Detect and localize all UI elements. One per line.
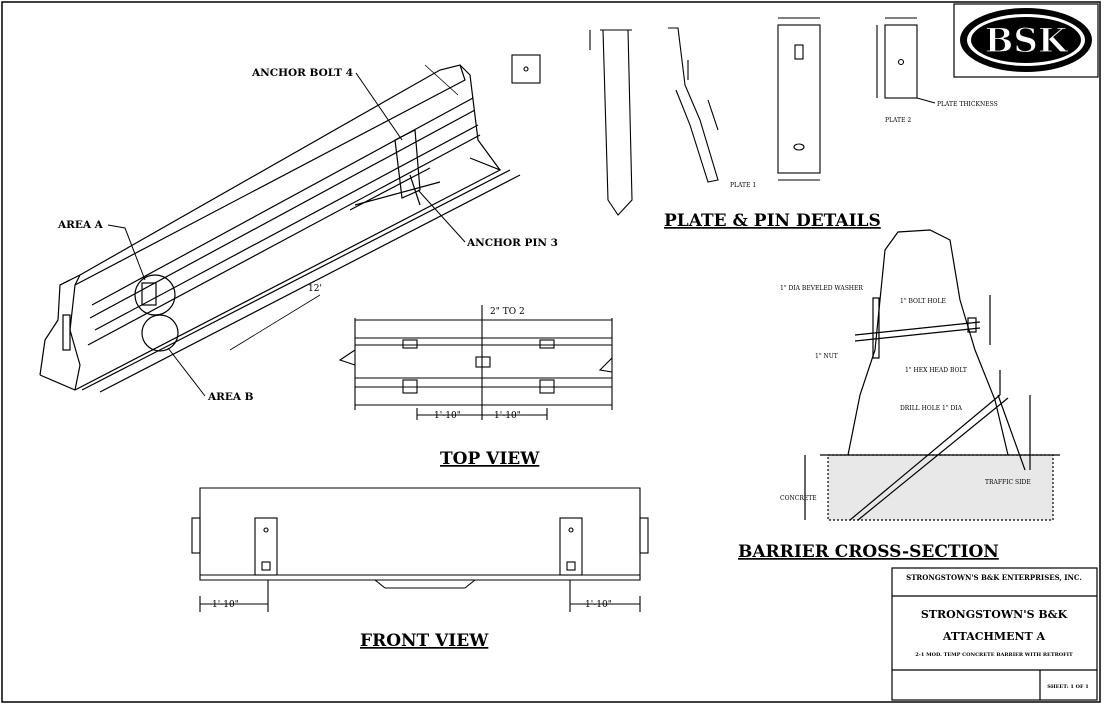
- top-dim-right: 1'-10": [494, 411, 521, 421]
- area-a-label: AREA A: [57, 219, 104, 231]
- washer-label: 1" DIA BEVELED WASHER: [780, 285, 863, 292]
- title-block: [891, 567, 1098, 701]
- length-label: 12': [308, 284, 322, 294]
- plate2-label: PLATE 2: [885, 117, 911, 124]
- area-b-leader: [167, 347, 206, 397]
- anchor-pin-leader: [417, 189, 466, 243]
- anchor-pin-label: ANCHOR PIN 3: [466, 237, 558, 249]
- sheet-number: SHEET: 1 OF 1: [1047, 684, 1088, 690]
- anchor-bolt-label: ANCHOR BOLT 4: [251, 67, 353, 79]
- front-dim-right: 1'-10": [585, 600, 612, 610]
- title-name: STRONGSTOWN'S B&K: [921, 608, 1068, 621]
- anchor-bolt-leader: [355, 72, 403, 141]
- top-view-heading: TOP VIEW: [440, 449, 540, 469]
- plate-pin-heading: PLATE & PIN DETAILS: [664, 211, 881, 231]
- title-attachment: ATTACHMENT A: [942, 630, 1046, 643]
- front-view: [191, 487, 649, 612]
- area-a-leader: [107, 224, 146, 281]
- cross-section-heading: BARRIER CROSS-SECTION: [738, 542, 999, 562]
- front-dim-left: 1'-10": [212, 600, 239, 610]
- bsk-logo: BSK: [953, 3, 1099, 78]
- plate-pin-details: [511, 17, 936, 216]
- nut-label: 1" NUT: [815, 353, 838, 360]
- front-view-heading: FRONT VIEW: [360, 631, 489, 651]
- top-view: [338, 305, 613, 420]
- isometric-barrier: [39, 64, 521, 393]
- drill-hole-label: DRILL HOLE 1" DIA: [900, 405, 963, 412]
- concrete-label: CONCRETE: [780, 495, 817, 502]
- company-name: STRONGSTOWN'S B&K ENTERPRISES, INC.: [906, 573, 1082, 582]
- hex-bolt-label: 1" HEX HEAD BOLT: [905, 367, 967, 374]
- area-b-label: AREA B: [207, 391, 254, 403]
- bolt-hole-label: 1" BOLT HOLE: [900, 298, 946, 305]
- plate-thickness-label: PLATE THICKNESS: [937, 101, 998, 108]
- barrier-cross-section: [804, 229, 1060, 521]
- top-dim-left: 1'-10": [434, 411, 461, 421]
- top-gap-label: 2" TO 2: [490, 307, 525, 317]
- traffic-side-label: TRAFFIC SIDE: [985, 479, 1031, 486]
- title-description: 2-1 MOD. TEMP CONCRETE BARRIER WITH RETR…: [915, 652, 1073, 658]
- logo-text: BSK: [985, 21, 1069, 61]
- plate1-label: PLATE 1: [730, 182, 756, 189]
